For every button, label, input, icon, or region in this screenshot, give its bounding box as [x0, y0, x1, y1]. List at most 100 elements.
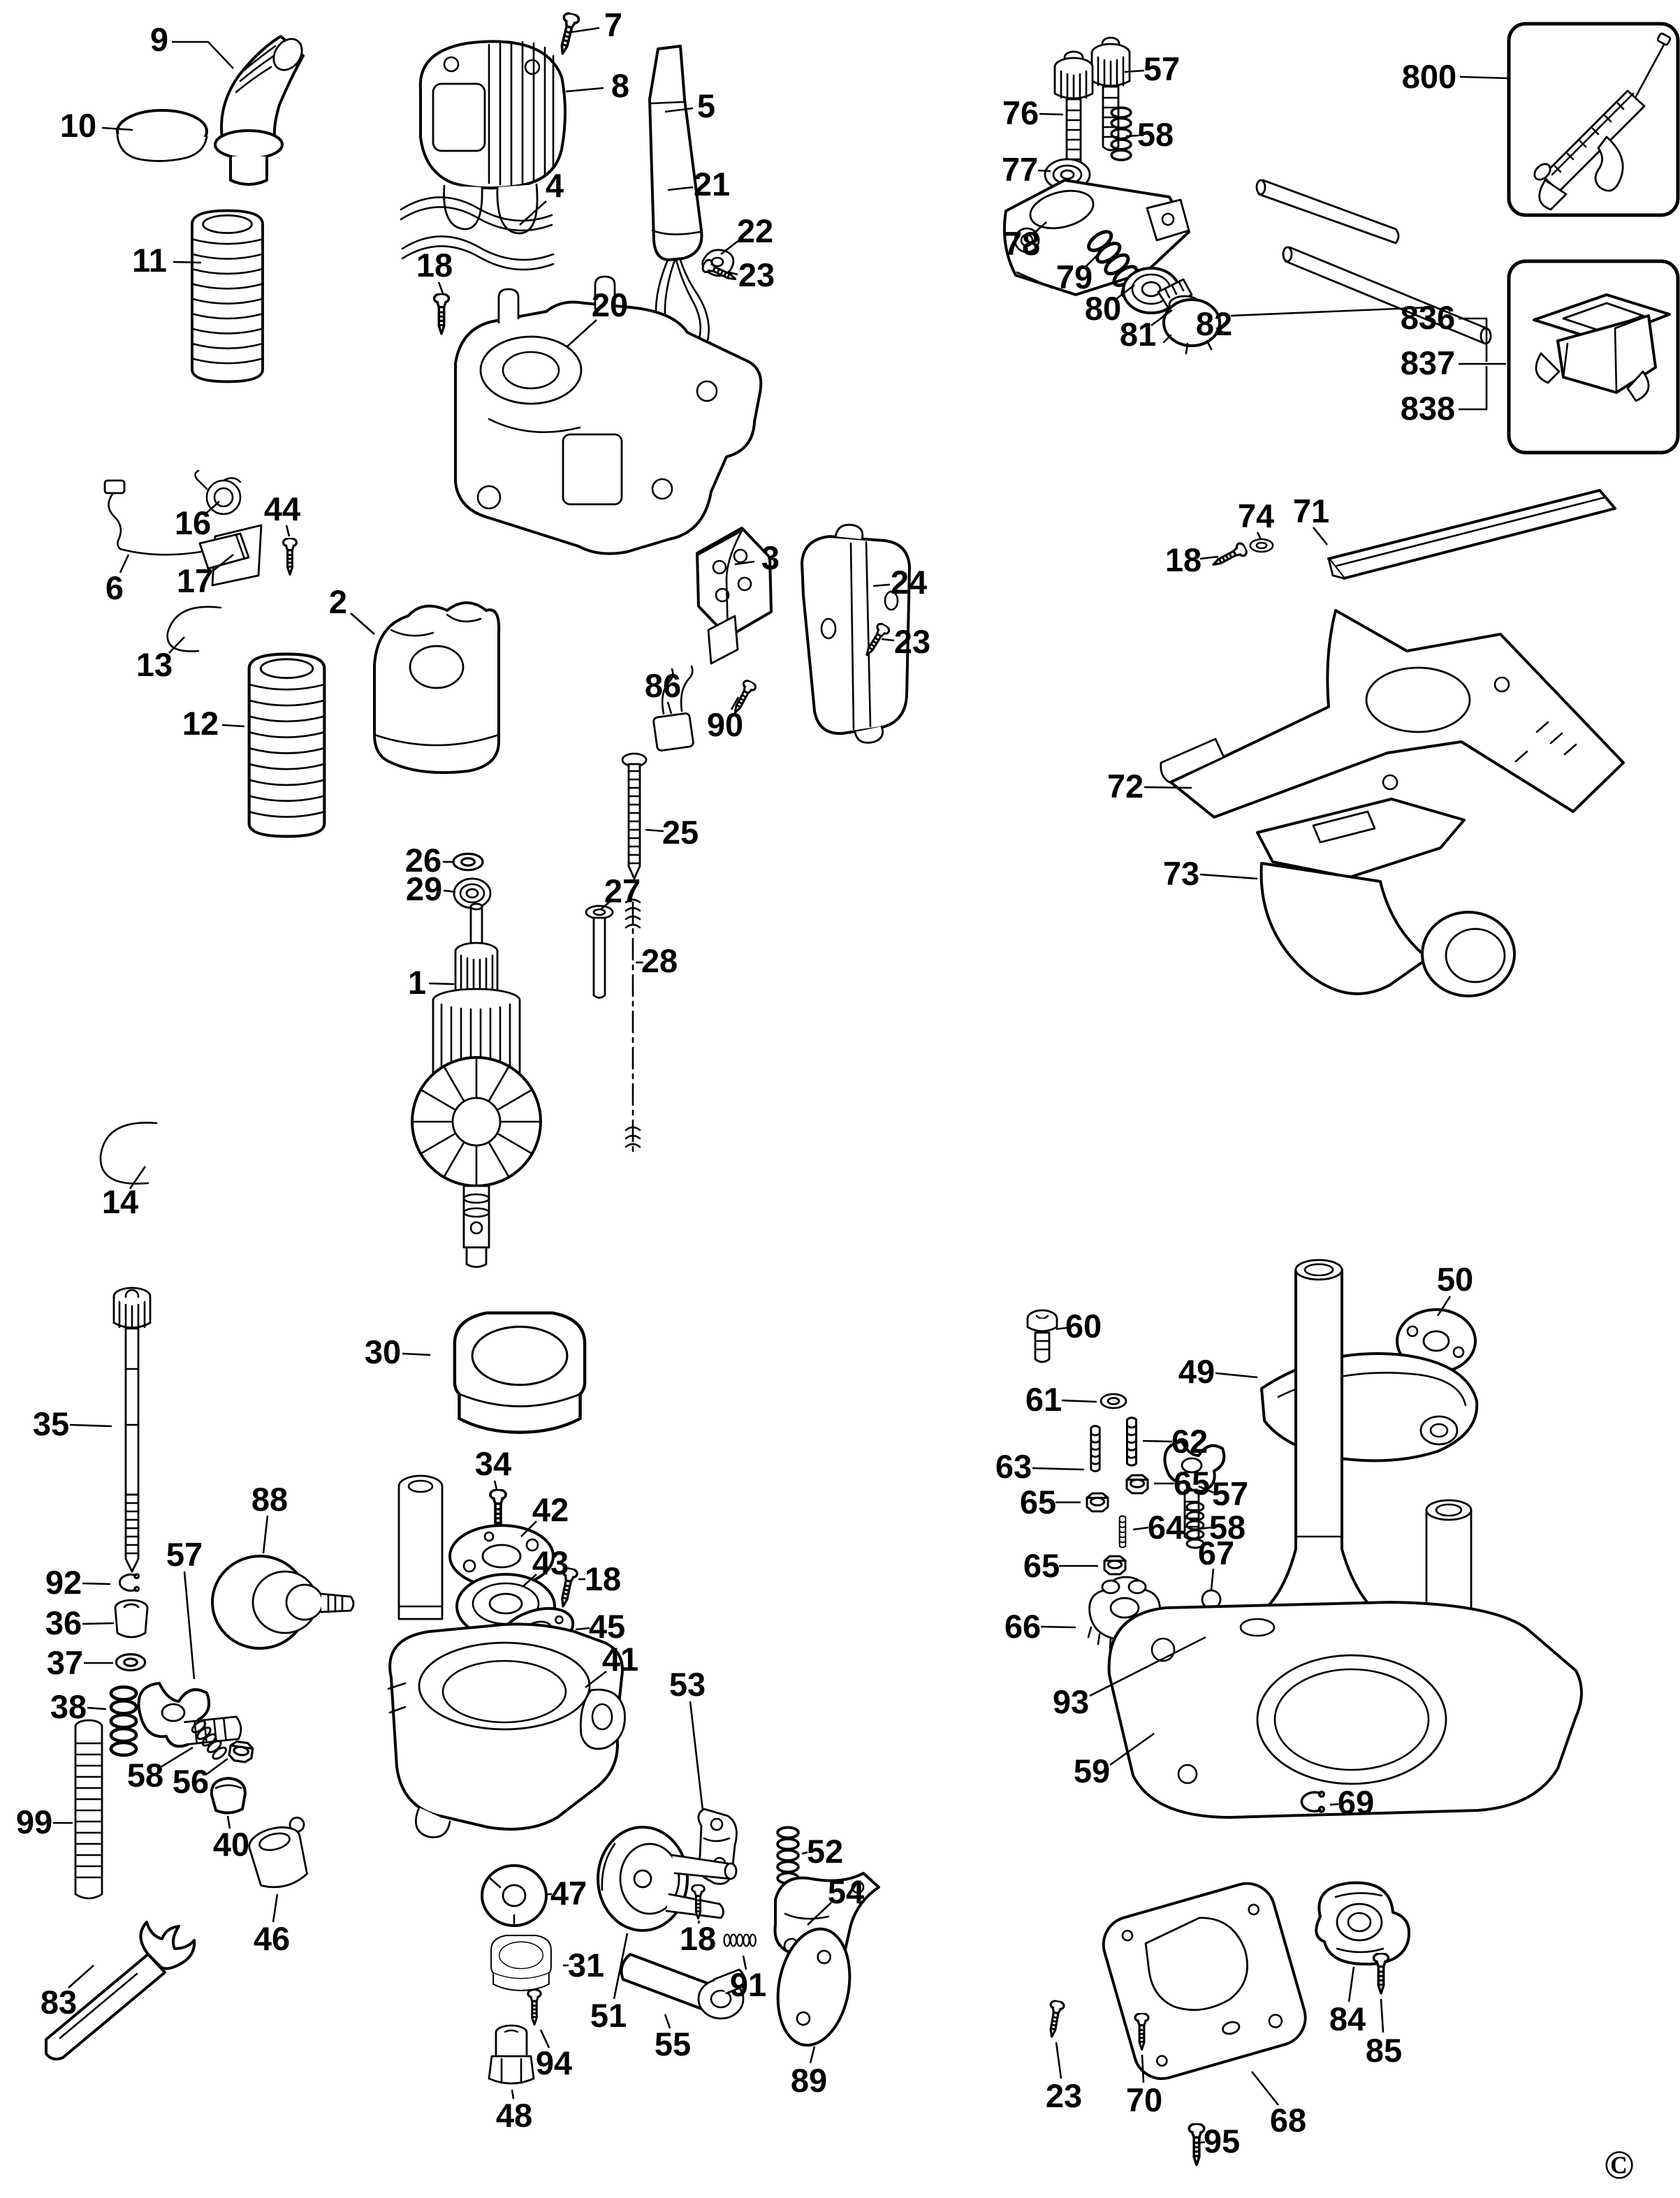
- part-label-28: 28: [641, 942, 678, 979]
- leader-23c: [1055, 2042, 1062, 2079]
- part-label-46: 46: [254, 1920, 290, 1957]
- part-label-836: 836: [1401, 299, 1455, 336]
- leader-41: [585, 1670, 607, 1689]
- leader-22: [720, 239, 740, 256]
- leader-81: [1151, 309, 1173, 327]
- part-65b-nut-sketch: [1086, 1492, 1109, 1513]
- part-74-washer-sketch: [1249, 538, 1274, 553]
- part-6-brush-lead-sketch: [103, 479, 250, 570]
- part-label-64: 64: [1148, 1509, 1184, 1546]
- part-99-threaded-rod-sketch: [74, 1719, 103, 1900]
- part-label-26: 26: [405, 842, 441, 879]
- leader-74: [1256, 532, 1262, 540]
- leader-54: [807, 1902, 832, 1926]
- part-label-73: 73: [1163, 855, 1199, 892]
- leader-57c: [183, 1571, 196, 1680]
- leader-20: [567, 319, 597, 347]
- leader-44: [285, 525, 291, 537]
- part-91-spring-sketch: [724, 1935, 756, 1947]
- part-label-76: 76: [1002, 94, 1039, 131]
- part-label-83: 83: [41, 1984, 77, 2021]
- leader-73: [1199, 873, 1258, 880]
- part-label-6: 6: [105, 569, 124, 606]
- leader-14: [129, 1166, 147, 1189]
- part-86-brush-sketch: [652, 665, 694, 752]
- part-37-washer-sketch: [115, 1653, 147, 1672]
- part-label-91: 91: [730, 1966, 766, 2003]
- leader-60: [1056, 1326, 1068, 1331]
- leader-lines: [53, 27, 1508, 2144]
- part-label-57b: 57: [1212, 1475, 1248, 1512]
- part-47-disc-sketch: [481, 1864, 548, 1927]
- leader-18a: [437, 281, 444, 294]
- part-61-washer-sketch: [1100, 1393, 1127, 1409]
- leader-69: [1329, 1803, 1339, 1806]
- part-label-74: 74: [1238, 497, 1274, 534]
- part-label-52: 52: [807, 1833, 843, 1870]
- leader-12: [221, 724, 245, 728]
- part-label-92: 92: [45, 1564, 82, 1601]
- leader-24: [872, 583, 891, 587]
- part-label-13: 13: [136, 646, 173, 683]
- leader-51: [613, 1933, 629, 2000]
- part-label-25: 25: [662, 814, 699, 851]
- part-73-shroud-sketch: [1256, 798, 1516, 997]
- part-64-stud-sketch: [1118, 1515, 1127, 1548]
- inset-800: [1507, 22, 1680, 217]
- leader-50: [1436, 1296, 1452, 1317]
- part-label-12: 12: [182, 705, 219, 742]
- part-14-clip-sketch: [99, 1122, 158, 1185]
- leader-49: [1215, 1372, 1258, 1379]
- leader-68: [1250, 2071, 1280, 2106]
- part-81-knob-sketch: [1157, 278, 1227, 355]
- part-36-bushing-sketch: [114, 1599, 149, 1639]
- part-16-brush-spring-sketch: [194, 469, 242, 515]
- part-label-71: 71: [1293, 492, 1329, 529]
- part-label-59: 59: [1074, 1752, 1110, 1789]
- part-41-motor-base-sketch: [387, 1474, 626, 1838]
- part-label-48: 48: [496, 2097, 532, 2134]
- leader-9: [172, 41, 234, 69]
- leader-85: [1380, 1998, 1385, 2033]
- leader-94: [539, 2029, 550, 2049]
- part-88-cone-sketch: [211, 1555, 355, 1650]
- part-label-2: 2: [329, 583, 347, 620]
- part-label-31: 31: [568, 1947, 604, 1984]
- leader-92: [82, 1582, 111, 1585]
- leader-77: [1037, 169, 1051, 173]
- leader-63: [1032, 1467, 1085, 1471]
- leader-62: [1142, 1439, 1173, 1443]
- part-46-sleeve-sketch: [248, 1816, 308, 1889]
- part-label-58a: 58: [1137, 116, 1174, 153]
- part-42-flange-sketch: [448, 1524, 555, 1588]
- part-label-65a: 65: [1174, 1465, 1210, 1502]
- part-label-23b: 23: [894, 623, 930, 660]
- part-12-hose-sketch: [249, 654, 325, 837]
- part-label-77: 77: [1002, 151, 1038, 188]
- part-60-screw-sketch: [1026, 1309, 1058, 1363]
- part-28-rod-sketch: [624, 898, 641, 1155]
- part-63-stud-sketch: [1090, 1425, 1101, 1472]
- part-label-9: 9: [150, 21, 168, 58]
- leader-52: [801, 1851, 808, 1855]
- part-62-stud-sketch: [1125, 1416, 1138, 1467]
- part-label-20: 20: [592, 286, 628, 323]
- leader-6: [119, 554, 130, 573]
- leader-80: [1116, 284, 1135, 300]
- part-9-elbow-sketch: [214, 35, 305, 186]
- part-label-88: 88: [251, 1481, 288, 1518]
- leader-35: [69, 1423, 112, 1428]
- part-label-47: 47: [550, 1875, 587, 1912]
- leader-57a: [1124, 69, 1145, 73]
- part-label-57a: 57: [1144, 50, 1180, 87]
- leader-93: [1089, 1636, 1206, 1697]
- leader-18b: [1199, 555, 1219, 560]
- leader-58a: [1125, 134, 1139, 138]
- leader-2: [350, 613, 375, 635]
- part-label-34: 34: [475, 1445, 511, 1482]
- part-label-838: 838: [1401, 390, 1455, 427]
- part-7-screw-sketch: [553, 10, 582, 57]
- part-label-8: 8: [611, 67, 629, 104]
- part-label-5: 5: [697, 87, 715, 124]
